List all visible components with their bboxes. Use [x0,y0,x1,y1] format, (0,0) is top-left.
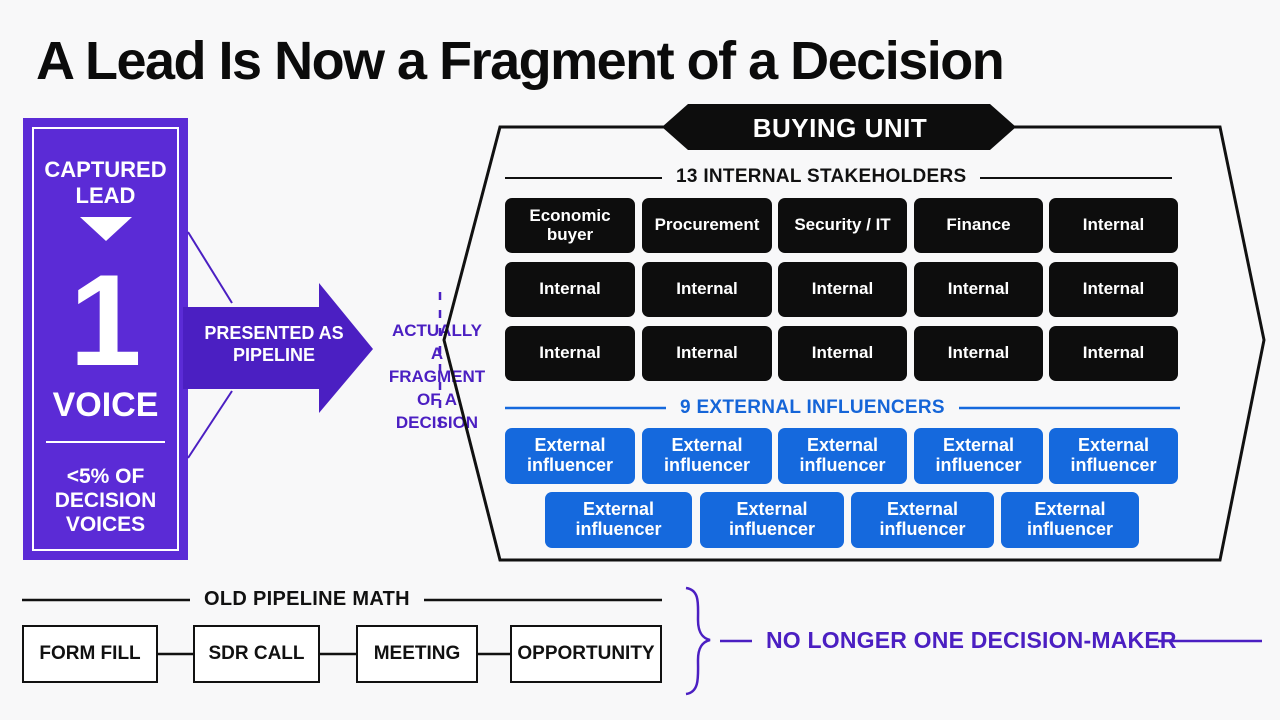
external-influencers-header: 9 EXTERNAL INFLUENCERS [666,397,959,419]
influencer-card: External influencer [700,492,844,548]
lead-divider [46,441,165,443]
pipeline-step: MEETING [356,625,478,683]
influencer-card: External influencer [642,428,772,484]
down-triangle-icon [79,217,132,241]
influencer-card: External influencer [1049,428,1178,484]
stakeholder-card: Internal [778,262,907,317]
influencer-card: External influencer [505,428,635,484]
pipeline-step: SDR CALL [193,625,320,683]
buying-unit-label: BUYING UNIT [752,113,928,143]
stakeholder-card: Internal [1049,262,1178,317]
stakeholder-card: Internal [1049,198,1178,253]
fragment-note: ACTUALLY A FRAGMENT OF A DECISION [388,321,486,432]
page-title: A Lead Is Now a Fragment of a Decision [36,31,1005,91]
influencer-card: External influencer [851,492,994,548]
captured-lead-frame: CAPTURED LEAD 1 VOICE <5% OF DECISION VO… [32,127,179,551]
stakeholder-card: Finance [914,198,1043,253]
internal-stakeholders-header: 13 INTERNAL STAKEHOLDERS [662,166,981,188]
decision-voice-share: <5% OF DECISION VOICES [54,465,157,537]
captured-lead-label: CAPTURED LEAD [44,157,167,209]
conclusion-text: NO LONGER ONE DECISION-MAKER [766,627,1177,653]
stakeholder-card: Internal [642,326,772,381]
stakeholder-card: Internal [505,326,635,381]
stakeholder-card: Security / IT [778,198,907,253]
influencer-card: External influencer [778,428,907,484]
pipeline-step: OPPORTUNITY [510,625,662,683]
influencer-card: External influencer [914,428,1043,484]
stakeholder-card: Economic buyer [505,198,635,253]
lead-count: 1 [69,247,142,393]
influencer-card: External influencer [1001,492,1139,548]
stakeholder-card: Internal [642,262,772,317]
stakeholder-card: Internal [778,326,907,381]
pipeline-step: FORM FILL [22,625,158,683]
influencer-card: External influencer [545,492,692,548]
stakeholder-card: Internal [914,262,1043,317]
voice-label: VOICE [52,386,159,424]
old-pipeline-label: OLD PIPELINE MATH [190,588,424,611]
stakeholder-card: Procurement [642,198,772,253]
pipeline-arrow [183,283,373,413]
captured-lead-panel: CAPTURED LEAD 1 VOICE <5% OF DECISION VO… [23,118,188,560]
pipeline-arrow-label: PRESENTED AS PIPELINE [204,323,344,365]
stakeholder-card: Internal [1049,326,1178,381]
stakeholder-card: Internal [505,262,635,317]
stakeholder-card: Internal [914,326,1043,381]
